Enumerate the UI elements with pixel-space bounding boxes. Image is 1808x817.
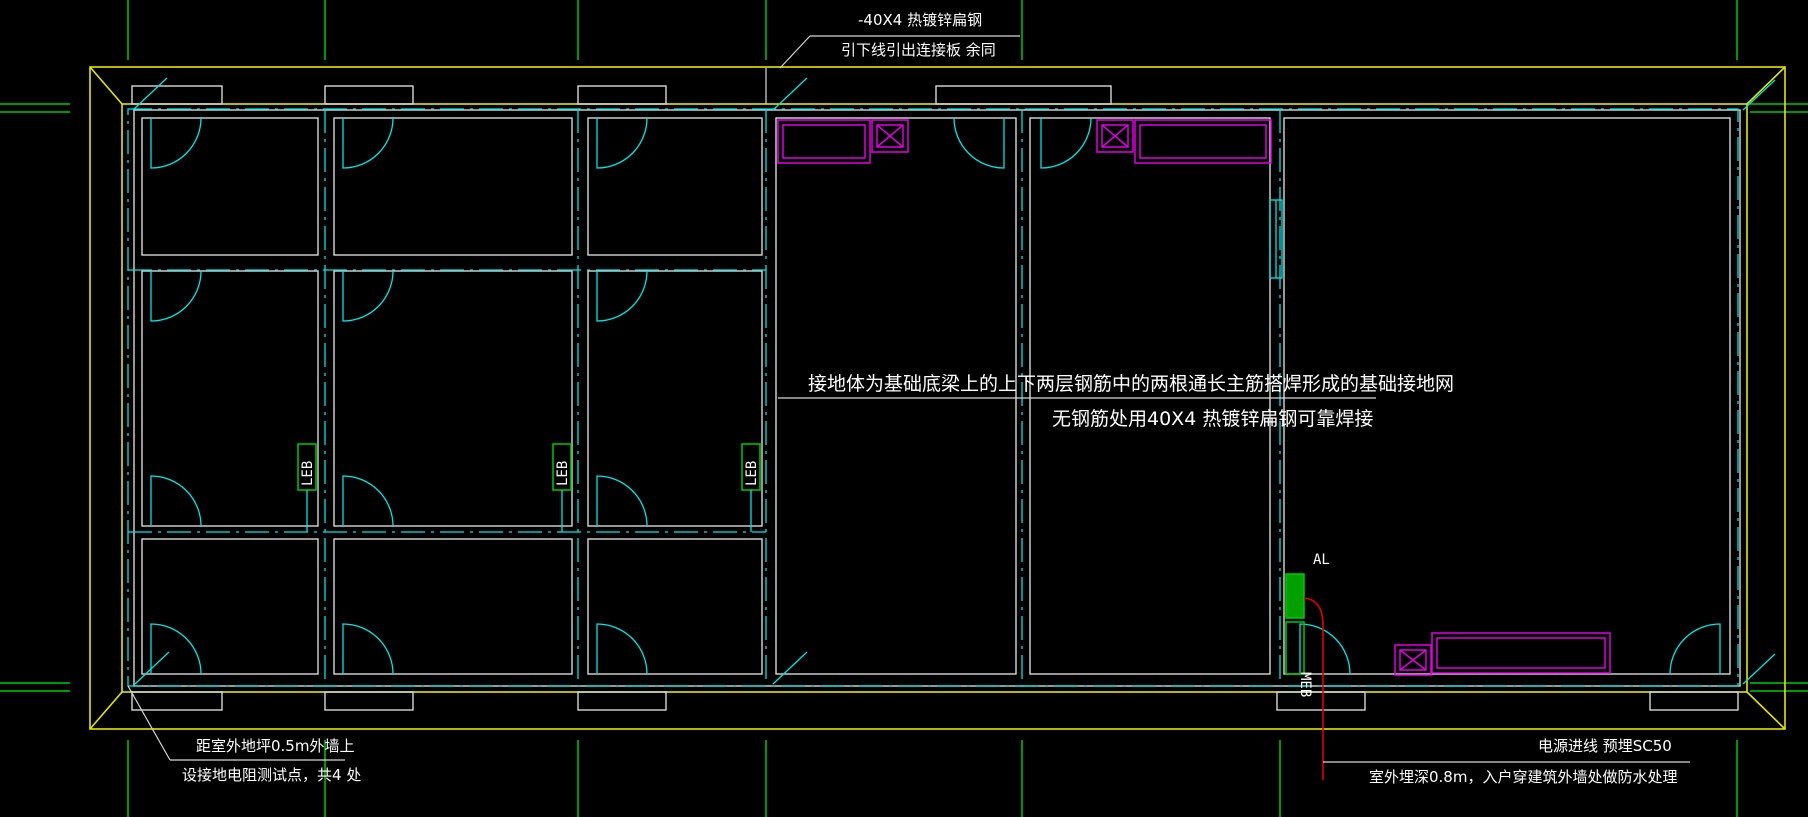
top-note-line1: -40X4 热镀锌扁钢 [858, 11, 982, 29]
right-note-line1: 电源进线 预埋SC50 [1538, 737, 1672, 755]
left-note-line2: 设接地电阻测试点，共4 处 [182, 766, 361, 784]
meb-tag: MEB [1297, 672, 1313, 697]
fixtures [777, 119, 1611, 676]
right-note-line2: 室外埋深0.8m，入户穿建筑外墙处做防水处理 [1369, 768, 1677, 786]
panel-label: AL [1313, 552, 1330, 568]
leader-lines [127, 35, 1690, 763]
equipotential-leads [306, 490, 752, 532]
leb-tag: LEB [300, 461, 316, 486]
building-outline [89, 66, 1786, 730]
power-entry-line [1303, 597, 1324, 780]
equipotential-boxes [297, 443, 1305, 675]
annotation-texts: -40X4 热镀锌扁钢 引下线引出连接板 余同 接地体为基础底梁上的上下两层钢筋… [182, 11, 1677, 786]
leb-tag: LEB [744, 461, 760, 486]
top-note-line2: 引下线引出连接板 余同 [841, 41, 996, 59]
doors [150, 117, 1721, 675]
center-note-line2: 无钢筋处用40X4 热镀锌扁钢可靠焊接 [1052, 408, 1373, 430]
downlead-markers [132, 77, 1776, 685]
left-note-line1: 距室外地坪0.5m外墙上 [196, 737, 354, 755]
leb-tag: LEB [555, 461, 571, 486]
center-note-line1: 接地体为基础底梁上的上下两层钢筋中的两根通长主筋搭焊形成的基础接地网 [808, 373, 1454, 395]
